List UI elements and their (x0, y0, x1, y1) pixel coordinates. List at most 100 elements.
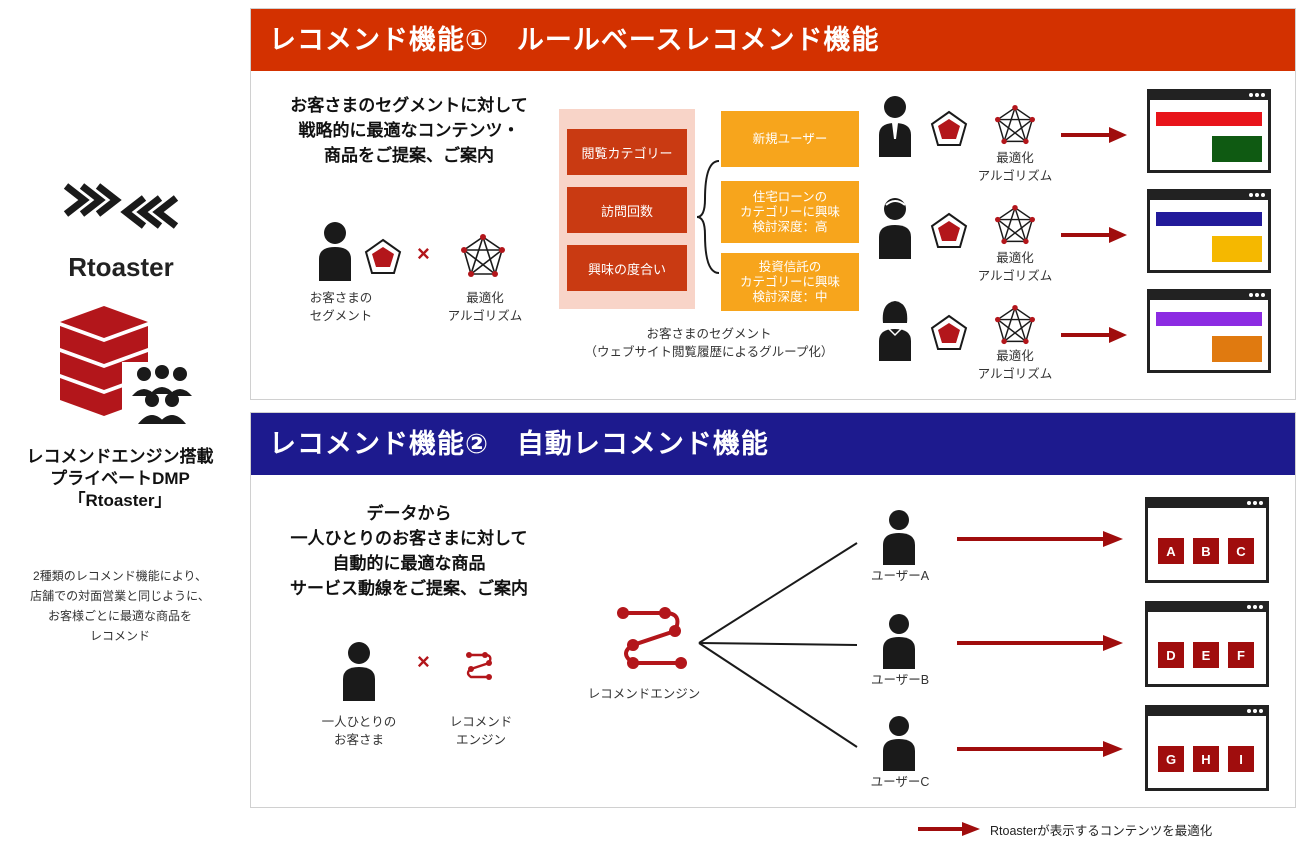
pentagon-chart-icon (364, 238, 402, 274)
database-users-icon (60, 306, 194, 426)
person-icon (883, 614, 915, 669)
item-box: A (1158, 538, 1184, 564)
arrow-right-icon (957, 741, 1123, 757)
arrow-right-icon (1061, 327, 1127, 343)
browser-bar (1150, 92, 1268, 100)
lead-line: 一人ひとりのお客さまに対して (290, 529, 528, 548)
label-line: お客さまの (309, 291, 373, 305)
attribute-box: 閲覧カテゴリー (567, 129, 687, 175)
segment-caption: お客さまのセグメント （ウェブサイト閲覧履歴によるグループ化） (549, 325, 869, 361)
dmp-caption-line: 「Rtoaster」 (68, 491, 172, 510)
network-algorithm-icon (461, 234, 505, 277)
lead-line: サービス動線をご提案、ご案内 (290, 579, 528, 598)
panel-title: レコメンド機能② 自動レコメンド機能 (251, 413, 1295, 475)
lead-line: 商品をご提案、ご案内 (324, 146, 494, 165)
rtoaster-logo-icon (63, 183, 179, 229)
network-algorithm-icon (995, 105, 1035, 145)
lead-line: お客さまのセグメントに対して (290, 96, 528, 115)
arrow-right-icon (918, 822, 980, 836)
browser-window-icon (1147, 189, 1271, 273)
lead-line: 自動的に最適な商品 (332, 554, 486, 573)
description-line: レコメンド (89, 629, 150, 643)
pentagon-chart-icon (930, 212, 968, 248)
engine-label: レコメンドエンジン (587, 687, 701, 701)
segment-group: 投資信託の カテゴリーに興味 検討深度：中 (721, 253, 859, 311)
person-icon (879, 198, 911, 259)
item-box: I (1228, 746, 1254, 772)
group-line: 住宅ローンの (752, 189, 828, 204)
caption-line: （ウェブサイト閲覧履歴によるグループ化） (584, 345, 834, 359)
label-line: 一人ひとりの (321, 715, 397, 729)
brand-column: Rtoaster レコメンドエンジン搭載 プライベートDMP 「Rtoaster… (0, 0, 240, 843)
label-line: エンジン (455, 733, 506, 747)
description-line: お客様ごとに最適な商品を (47, 609, 192, 623)
browser-window-icon: A B C (1145, 497, 1269, 583)
businessman-icon (879, 96, 911, 157)
brand-description: 2種類のレコメンド機能により、 店舗での対面営業と同じように、 お客様ごとに最適… (0, 566, 240, 646)
label-line: 最適化 (996, 349, 1034, 363)
label-line: アルゴリズム (977, 269, 1053, 283)
dmp-caption-line: レコメンドエンジン搭載 (26, 447, 214, 466)
content-bar (1156, 212, 1262, 226)
content-box (1212, 236, 1262, 262)
label-line: アルゴリズム (977, 367, 1053, 381)
algorithm-label: 最適化 アルゴリズム (967, 347, 1063, 383)
customer-label: 一人ひとりの お客さま (309, 713, 409, 749)
algorithm-label: 最適化 アルゴリズム (967, 149, 1063, 185)
legend-text: Rtoasterが表示するコンテンツを最適化 (990, 824, 1213, 838)
label-line: セグメント (309, 309, 373, 323)
times-operator: × (417, 241, 430, 266)
browser-window-icon: D E F (1145, 601, 1269, 687)
legend: Rtoasterが表示するコンテンツを最適化 (918, 818, 1288, 840)
panel-lead: お客さまのセグメントに対して 戦略的に最適なコンテンツ・ 商品をご提案、ご案内 (259, 93, 559, 168)
dmp-caption-line: プライベートDMP (50, 469, 190, 488)
times-operator: × (417, 649, 430, 674)
segment-label: お客さまの セグメント (291, 289, 391, 325)
woman-icon (879, 301, 911, 361)
algorithm-label: 最適化 アルゴリズム (967, 249, 1063, 285)
segment-group: 新規ユーザー (721, 111, 859, 167)
user-label: ユーザーC (870, 775, 930, 789)
pentagon-chart-icon (930, 110, 968, 146)
branch-bracket (696, 160, 720, 274)
group-line: 新規ユーザー (752, 131, 828, 146)
item-box: D (1158, 642, 1184, 668)
group-line: カテゴリーに興味 (739, 204, 840, 219)
user-row-2 (879, 197, 1019, 259)
group-line: 検討深度：中 (752, 289, 828, 304)
person-icon (883, 510, 915, 565)
panel-title: レコメンド機能① ルールベースレコメンド機能 (251, 9, 1295, 71)
engine-label-small: レコメンド エンジン (431, 713, 531, 749)
label-line: 最適化 (466, 291, 504, 305)
attribute-box: 訪問回数 (567, 187, 687, 233)
label-line: 最適化 (996, 151, 1034, 165)
browser-bar (1148, 604, 1266, 612)
content-bar (1156, 312, 1262, 326)
lead-line: データから (366, 504, 452, 523)
label-line: お客さま (333, 733, 384, 747)
browser-bar (1148, 708, 1266, 716)
browser-bar (1148, 500, 1266, 508)
arrow-right-icon (957, 531, 1123, 547)
content-box (1212, 136, 1262, 162)
content-box (1212, 336, 1262, 362)
distribution-lines (698, 542, 858, 748)
item-box: G (1158, 746, 1184, 772)
browser-bar (1150, 292, 1268, 300)
user-label: ユーザーA (870, 569, 930, 583)
browser-window-icon (1147, 289, 1271, 373)
recommend-engine-icon (466, 652, 492, 680)
panel-lead: データから 一人ひとりのお客さまに対して 自動的に最適な商品 サービス動線をご提… (259, 501, 559, 601)
item-box: B (1193, 538, 1219, 564)
label-line: アルゴリズム (977, 169, 1053, 183)
user-row-3 (879, 299, 1019, 361)
label-line: アルゴリズム (447, 309, 523, 323)
dmp-caption: レコメンドエンジン搭載 プライベートDMP 「Rtoaster」 (0, 446, 240, 512)
browser-window-icon: G H I (1145, 705, 1269, 791)
item-box: H (1193, 746, 1219, 772)
browser-bar (1150, 192, 1268, 200)
user-label: ユーザーB (870, 673, 930, 687)
person-icon (343, 642, 375, 701)
segment-group: 住宅ローンの カテゴリーに興味 検討深度：高 (721, 181, 859, 243)
arrow-right-icon (957, 635, 1123, 651)
